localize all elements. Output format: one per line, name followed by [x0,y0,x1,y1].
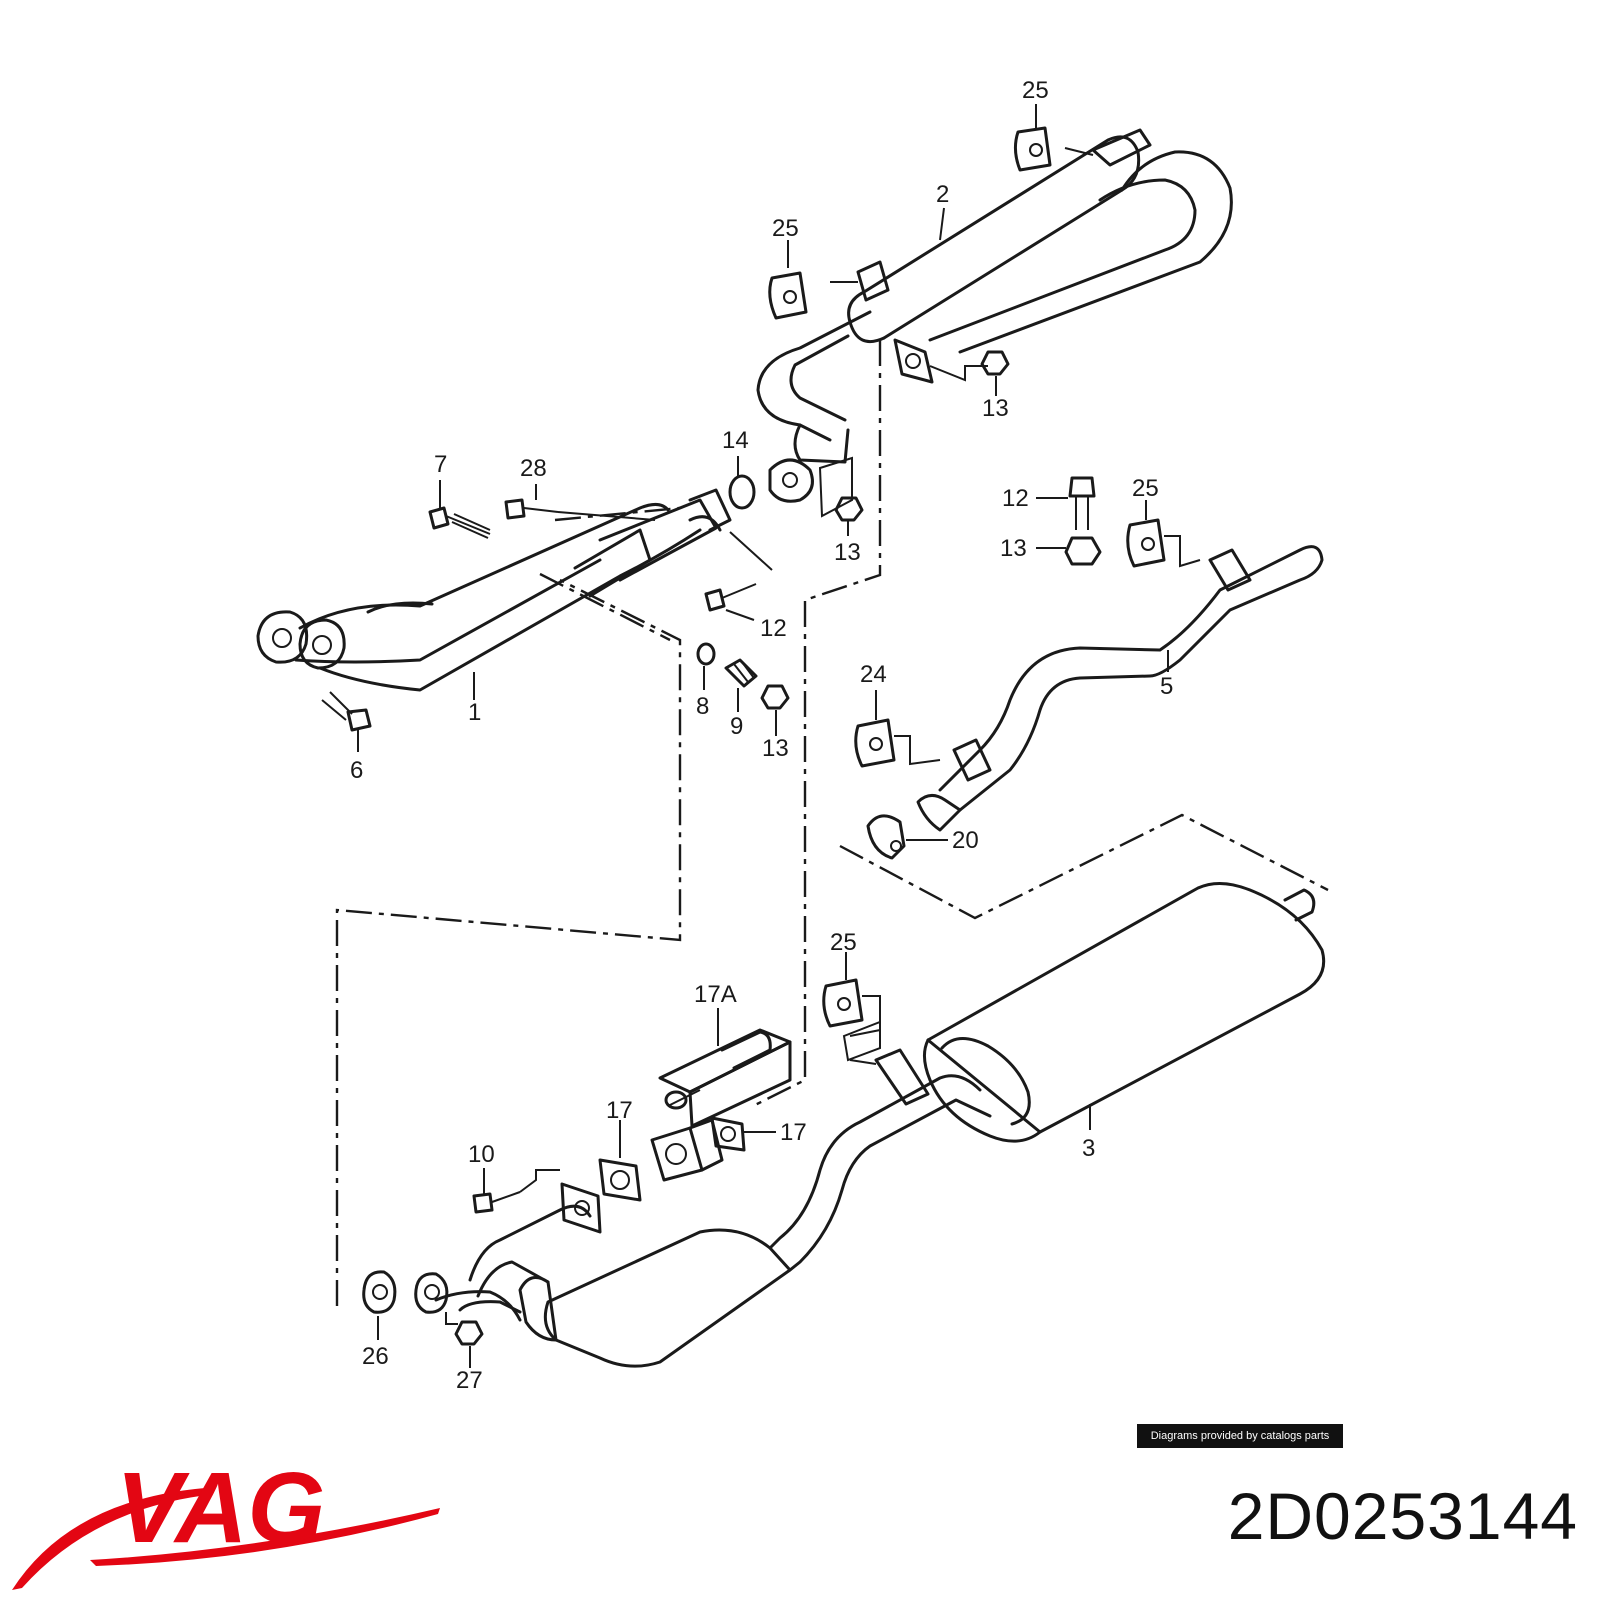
gasket-17-right [710,1116,746,1152]
label-13: 13 [762,735,789,762]
label-13: 13 [1000,535,1027,562]
gasket-14 [728,474,756,510]
label-25: 25 [830,929,857,956]
label-17: 17 [780,1119,807,1146]
brand-name: VAG [116,1452,325,1564]
label-13: 13 [982,395,1009,422]
flange-26-right [414,1272,449,1314]
logo-swoosh [12,1488,205,1590]
rubber-hanger-25-mid [768,271,808,320]
label-14: 14 [722,427,749,454]
label-25: 25 [1132,475,1159,502]
pipe-flange-top [893,338,988,384]
gasket-26 [362,1270,397,1314]
nut-27 [445,1312,484,1346]
washer-8 [696,642,716,666]
label-2: 2 [936,181,949,208]
rubber-hanger-25-lower [822,978,881,1037]
logo-swoosh-underline [90,1508,440,1566]
label-5: 5 [1160,673,1173,700]
label-3: 3 [1082,1135,1095,1162]
centre-silencer [923,882,1326,1143]
label-8: 8 [696,693,709,720]
nut-13-top [980,350,1010,376]
diagram-credit-badge: Diagrams provided by catalogs parts [1137,1424,1343,1448]
leader-lines [357,104,1169,1368]
bolt-12-lower [704,583,757,612]
label-26: 26 [362,1343,389,1370]
label-12: 12 [1002,485,1029,512]
vag-logo: VAG [12,1452,440,1590]
bolt-10 [472,1169,560,1214]
label-17: 17 [606,1097,633,1124]
flange-cat-inlet [560,1182,602,1234]
sensor-mount [650,1118,724,1182]
bolt-12-right [1068,476,1096,530]
front-pipe [294,488,732,692]
front-pipe-flange-left [256,610,309,664]
part-number: 2D0253144 [1227,1479,1578,1553]
label-12: 12 [760,615,787,642]
label-10: 10 [468,1141,495,1168]
label-24: 24 [860,661,887,688]
part-labels: 25 2 25 13 14 7 28 13 12 25 13 12 1 8 9 … [350,77,1173,1394]
label-20: 20 [952,827,979,854]
label-1: 1 [468,699,481,726]
label-27: 27 [456,1367,483,1394]
bolt-6 [321,691,372,732]
label-25: 25 [1022,77,1049,104]
label-17A: 17A [694,981,737,1008]
rear-silencer [756,128,1233,464]
pipe-connector-clamp [768,458,814,503]
rubber-hanger-25-top [1013,126,1052,172]
intermediate-pipe [768,1048,992,1272]
label-13: 13 [834,539,861,566]
nut-13-mid [834,496,864,522]
label-25: 25 [772,215,799,242]
front-pipe-flange-right [298,618,346,670]
tailpipe [916,545,1324,832]
rubber-hanger-24 [854,718,941,768]
rubber-hanger-25-right [1126,518,1201,568]
label-9: 9 [730,713,743,740]
label-7: 7 [434,451,447,478]
label-28: 28 [520,455,547,482]
assembly-lines [335,340,1329,1306]
nut-13-right [1064,536,1102,566]
clamp-20 [866,814,906,860]
nut-13-lower [760,684,790,710]
catalytic-converter [434,1204,792,1368]
label-6: 6 [350,757,363,784]
spring-9 [724,658,758,688]
bolt-7 [428,506,491,539]
gasket-17 [598,1158,642,1202]
heat-shield-17A [658,1028,792,1128]
